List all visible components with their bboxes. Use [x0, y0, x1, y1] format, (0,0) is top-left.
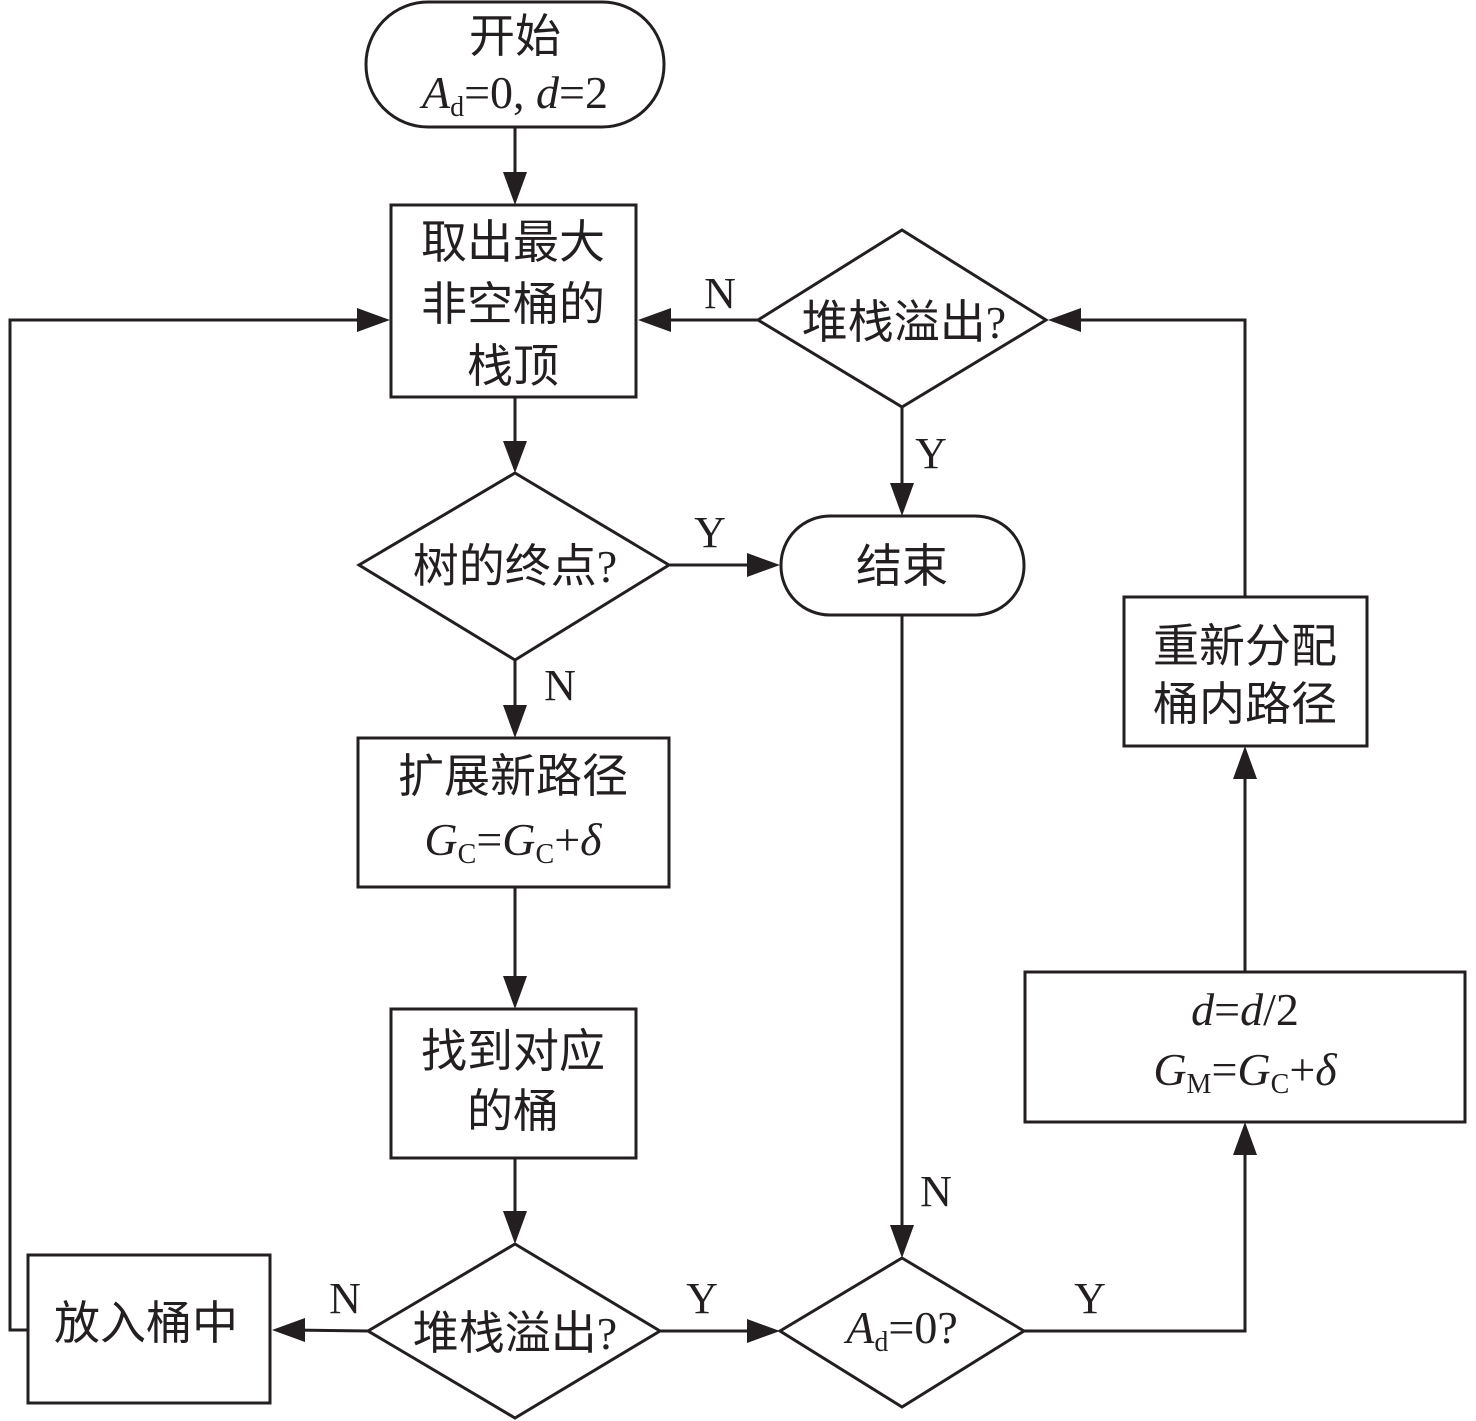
put-bucket-label: 放入桶中 — [54, 1298, 238, 1349]
node-end: 结束 — [779, 514, 1026, 617]
node-start: 开始 Ad=0, d=2 — [364, 0, 666, 129]
label-end-to-ad-zero-no: N — [920, 1167, 952, 1216]
node-find-bucket: 找到对应 的桶 — [389, 1007, 638, 1160]
edge-ad-zero-to-halve — [1024, 1138, 1247, 1333]
arrowhead-down — [503, 172, 527, 205]
edge-redistribute-to-overflow-top — [1064, 318, 1247, 597]
take-top-line-1: 取出最大 — [421, 217, 605, 268]
arrowhead-left — [1048, 308, 1081, 332]
arrowhead-left — [272, 1318, 305, 1342]
node-redistribute: 重新分配 桶内路径 — [1122, 595, 1369, 748]
arrowhead-down — [503, 1211, 527, 1244]
arrowhead-down — [503, 441, 527, 473]
find-bucket-box — [389, 1007, 638, 1160]
overflow-top-diamond — [755, 228, 1049, 409]
take-top-box — [389, 203, 638, 399]
find-bucket-line-1: 找到对应 — [421, 1026, 605, 1077]
node-tree-end: 树的终点? — [356, 471, 672, 662]
label-overflow-bottom-no: N — [329, 1274, 361, 1323]
put-bucket-box — [26, 1253, 272, 1405]
node-ad-zero: Ad=0? — [777, 1256, 1027, 1409]
overflow-bottom-diamond — [365, 1242, 663, 1420]
redistribute-box — [1122, 595, 1369, 748]
tree-end-label: 树的终点? — [413, 541, 617, 592]
node-overflow-top: 堆栈溢出? — [755, 228, 1049, 409]
label-ad-zero-yes: Y — [1074, 1274, 1106, 1323]
ad-zero-diamond — [777, 1256, 1027, 1409]
node-take-top: 取出最大 非空桶的 栈顶 — [389, 203, 638, 399]
end-terminal-shape — [779, 514, 1026, 617]
redistribute-line-1: 重新分配 — [1153, 621, 1337, 672]
arrowhead-right — [747, 1319, 780, 1343]
ad-zero-formula: Ad=0? — [843, 1302, 957, 1358]
find-bucket-line-2: 的桶 — [467, 1086, 559, 1137]
arrowhead-left — [638, 308, 671, 332]
node-overflow-bottom: 堆栈溢出? — [365, 1242, 663, 1420]
start-formula: Ad=0, d=2 — [419, 67, 608, 123]
node-expand: 扩展新路径 GC=GC+δ — [356, 736, 671, 889]
take-top-line-3: 栈顶 — [467, 341, 559, 392]
halve-box — [1023, 970, 1467, 1124]
take-top-line-2: 非空桶的 — [421, 279, 605, 330]
node-halve: d=d/2 GM=GC+δ — [1023, 970, 1467, 1124]
edges — [8, 128, 1257, 1343]
label-overflow-top-no: N — [704, 269, 736, 318]
halve-line-1: d=d/2 — [1191, 984, 1299, 1035]
arrowhead-down — [503, 976, 527, 1009]
label-overflow-top-yes: Y — [915, 429, 947, 478]
start-terminal-shape — [364, 0, 666, 129]
tree-end-diamond — [356, 471, 672, 662]
label-tree-end-yes: Y — [694, 508, 726, 557]
end-label: 结束 — [856, 541, 948, 592]
arrowhead-down — [503, 705, 527, 738]
arrowhead-right — [747, 553, 780, 577]
arrowhead-up — [1233, 1122, 1257, 1155]
halve-line-2: GM=GC+δ — [1153, 1044, 1337, 1100]
edge-put-bucket-to-take-top — [8, 318, 375, 1332]
start-label: 开始 — [469, 11, 561, 62]
label-tree-end-no: N — [544, 661, 576, 710]
expand-box — [356, 736, 671, 889]
expand-label: 扩展新路径 — [398, 751, 628, 802]
arrowhead-down — [890, 483, 914, 516]
arrowhead-up — [1233, 746, 1257, 779]
arrowhead-down — [890, 1225, 914, 1258]
expand-formula: GC=GC+δ — [424, 814, 602, 870]
overflow-bottom-label: 堆栈溢出? — [413, 1308, 617, 1359]
arrowhead-right — [357, 308, 390, 332]
node-put-bucket: 放入桶中 — [26, 1253, 272, 1405]
redistribute-line-2: 桶内路径 — [1153, 679, 1337, 730]
label-overflow-bottom-yes: Y — [686, 1274, 718, 1323]
overflow-top-label: 堆栈溢出? — [802, 297, 1006, 348]
